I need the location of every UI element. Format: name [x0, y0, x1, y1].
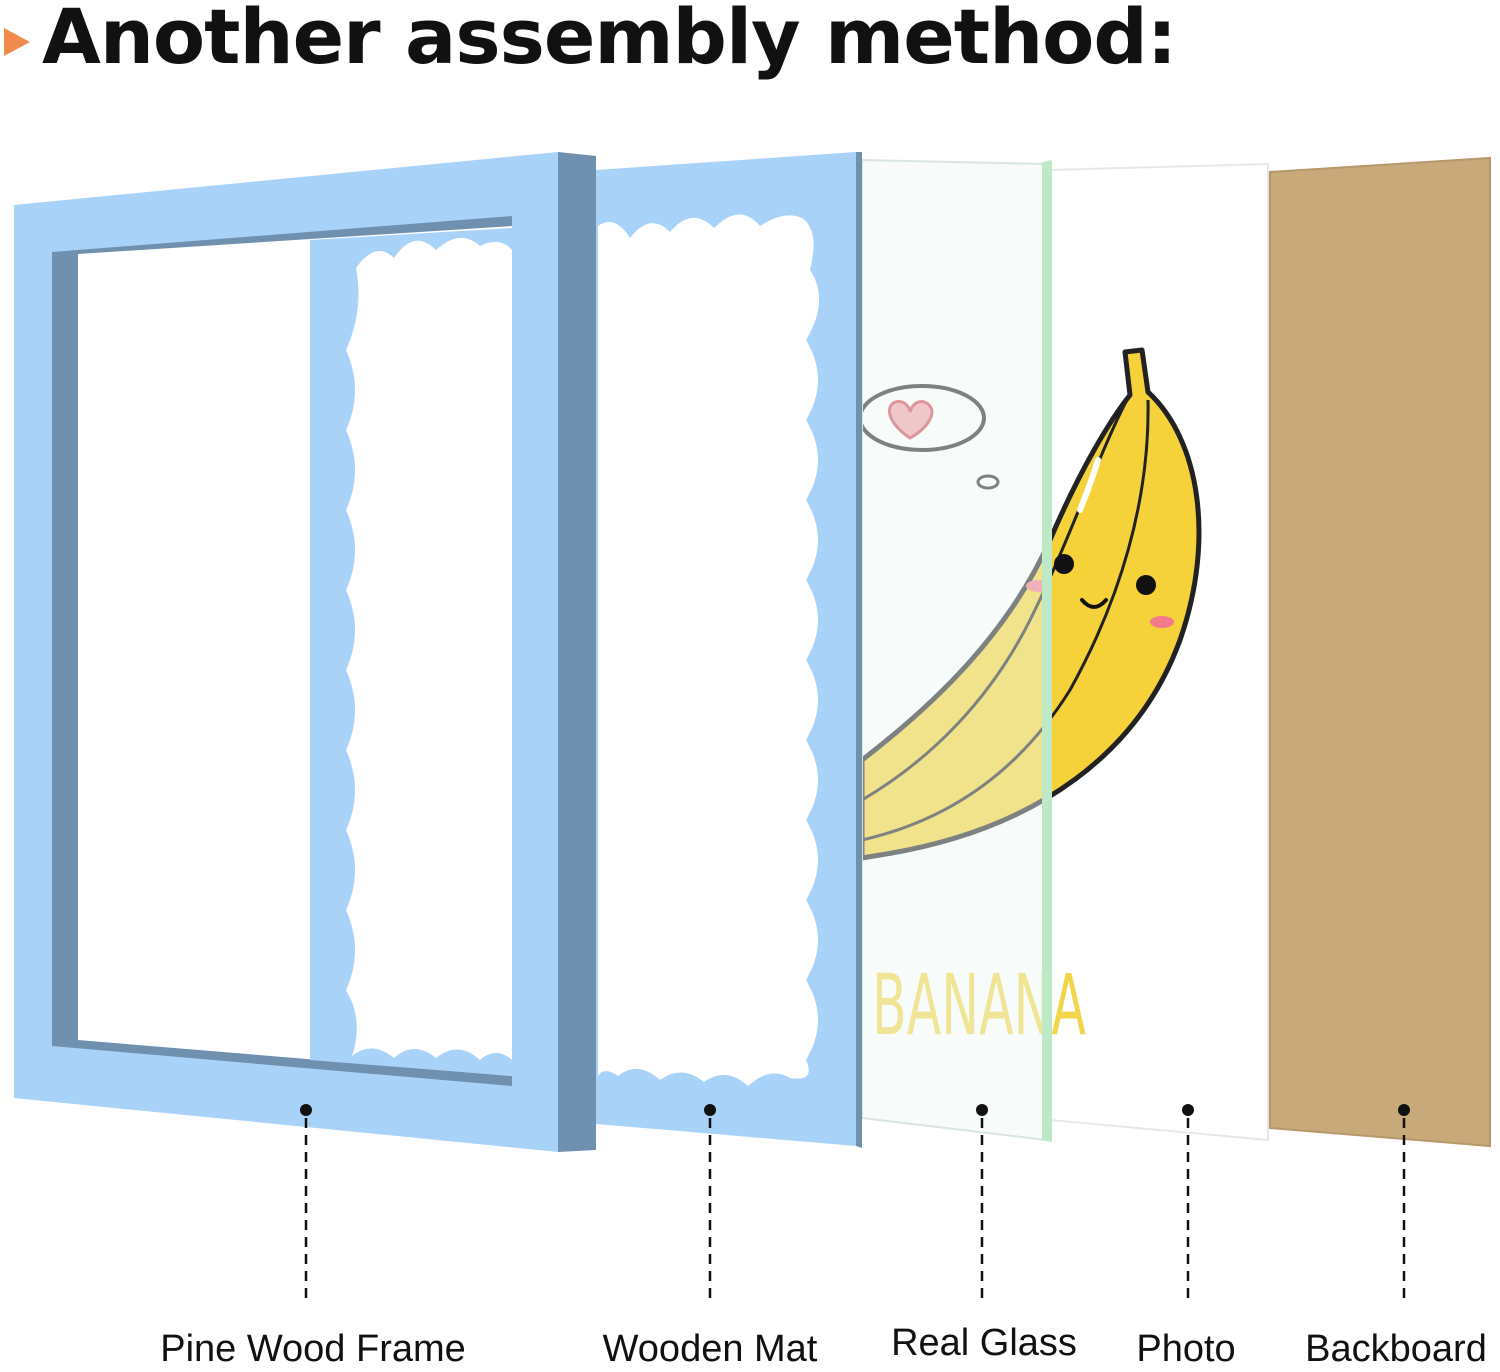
- callout-backboard: [1398, 1104, 1410, 1298]
- wooden-mat: [596, 152, 862, 1148]
- triangle-right-icon: [4, 28, 30, 56]
- banana-eye-left: [1054, 554, 1074, 574]
- label-photo: Photo: [1136, 1328, 1236, 1370]
- pine-wood-frame: [14, 152, 596, 1152]
- glass-layer: [861, 158, 1052, 1142]
- callout-mat: [704, 1104, 716, 1298]
- label-backboard: Backboard: [1305, 1328, 1487, 1370]
- backboard: [1269, 156, 1491, 1148]
- label-real-glass: Real Glass: [891, 1322, 1077, 1364]
- banana-eye-right: [1136, 575, 1156, 595]
- thought-dot: [976, 474, 1000, 490]
- callout-photo: [1182, 1104, 1194, 1298]
- banana-smile: [1080, 598, 1108, 609]
- callout-glass: [976, 1104, 988, 1298]
- label-pine-wood-frame: Pine Wood Frame: [160, 1328, 466, 1370]
- heading: Another assembly method:: [0, 0, 1500, 95]
- label-wooden-mat: Wooden Mat: [602, 1328, 818, 1370]
- banana-icon: [862, 347, 1202, 861]
- callout-frame: [300, 1104, 312, 1298]
- banana-cheek-right: [1150, 616, 1174, 628]
- mat-window: [598, 214, 820, 1087]
- heart-icon: [888, 400, 934, 440]
- page-title: Another assembly method:: [42, 0, 1177, 81]
